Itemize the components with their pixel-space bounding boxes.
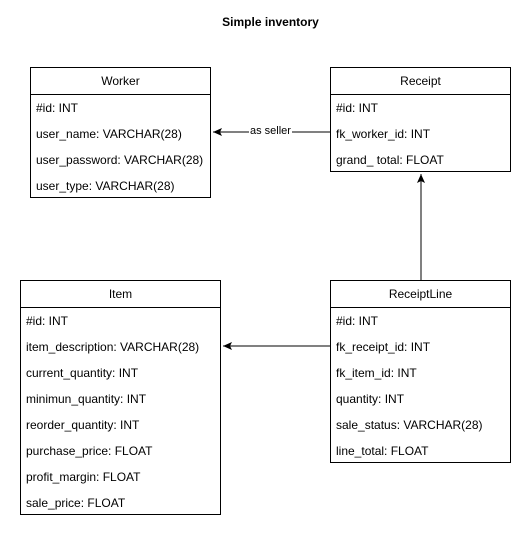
field-item-purchase-price: purchase_price: FLOAT (26, 444, 153, 458)
field-receiptline-line-total: line_total: FLOAT (336, 444, 429, 458)
entity-receiptline[interactable]: ReceiptLine #id: INT fk_receipt_id: INT … (330, 280, 511, 463)
entity-worker-name: Worker (31, 68, 210, 95)
entity-receiptline-fields: #id: INT fk_receipt_id: INT fk_item_id: … (331, 308, 510, 464)
field-receipt-id: #id: INT (336, 101, 379, 115)
field-item-id: #id: INT (26, 314, 69, 328)
entity-receipt-name: Receipt (331, 68, 510, 95)
field-receiptline-fk-receipt-id: fk_receipt_id: INT (336, 340, 431, 354)
field-worker-user-name: user_name: VARCHAR(28) (36, 127, 182, 141)
field-receipt-fk-worker-id: fk_worker_id: INT (336, 127, 431, 141)
field-item-profit-margin: profit_margin: FLOAT (26, 470, 141, 484)
entity-receipt-fields: #id: INT fk_worker_id: INT grand_ total:… (331, 95, 510, 173)
edge-label-as-seller: as seller (249, 125, 292, 138)
field-item-description: item_description: VARCHAR(28) (26, 340, 200, 354)
diagram-title: Simple inventory (222, 15, 319, 29)
field-receiptline-sale-status: sale_status: VARCHAR(28) (336, 418, 483, 432)
field-receiptline-id: #id: INT (336, 314, 379, 328)
entity-item-fields: #id: INT item_description: VARCHAR(28) c… (21, 308, 220, 516)
entity-worker[interactable]: Worker #id: INT user_name: VARCHAR(28) u… (30, 67, 211, 198)
entity-receiptline-name: ReceiptLine (331, 281, 510, 308)
field-item-reorder-quantity: reorder_quantity: INT (26, 418, 140, 432)
field-worker-id: #id: INT (36, 101, 79, 115)
entity-worker-fields: #id: INT user_name: VARCHAR(28) user_pas… (31, 95, 210, 199)
field-item-sale-price: sale_price: FLOAT (26, 496, 126, 510)
entity-item[interactable]: Item #id: INT item_description: VARCHAR(… (20, 280, 221, 515)
field-item-current-quantity: current_quantity: INT (26, 366, 139, 380)
entity-receipt[interactable]: Receipt #id: INT fk_worker_id: INT grand… (330, 67, 511, 172)
field-receiptline-quantity: quantity: INT (336, 392, 405, 406)
field-receiptline-fk-item-id: fk_item_id: INT (336, 366, 417, 380)
field-receipt-grand-total: grand_ total: FLOAT (336, 153, 444, 167)
field-item-minimun-quantity: minimun_quantity: INT (26, 392, 147, 406)
field-worker-user-type: user_type: VARCHAR(28) (36, 179, 175, 193)
field-worker-user-password: user_password: VARCHAR(28) (36, 153, 204, 167)
entity-item-name: Item (21, 281, 220, 308)
